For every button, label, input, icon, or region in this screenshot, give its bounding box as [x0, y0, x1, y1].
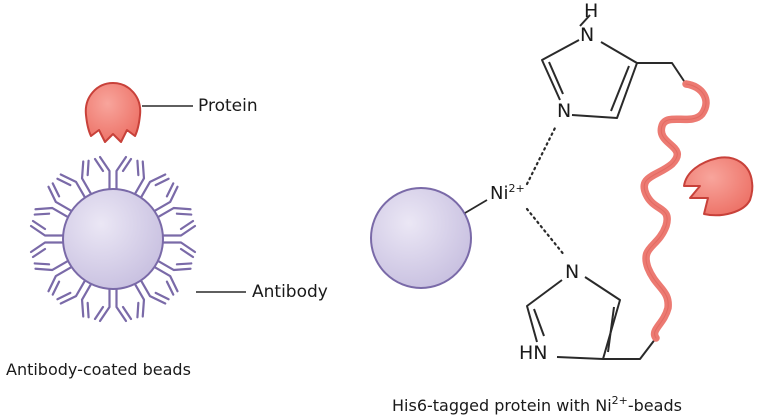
his-tag-chain-edge	[643, 83, 707, 339]
bottom-ring-nitrogen: N	[565, 261, 580, 283]
top-coordination-bond	[525, 124, 558, 186]
antibody-180	[93, 287, 133, 323]
antibody-label: Antibody	[252, 282, 328, 302]
ni-bead-group	[370, 14, 754, 360]
bottom-imidazole-ring	[526, 276, 657, 360]
antibody-coated-bead-group	[29, 82, 246, 323]
left-bead	[62, 188, 164, 290]
antibody-0	[93, 155, 133, 191]
top-ring-nitrogen: N	[557, 100, 572, 122]
right-caption-prefix: His6-tagged protein with Ni	[392, 396, 612, 415]
antibody-90	[161, 219, 197, 259]
right-caption: His6-tagged protein with Ni2+-beads	[392, 394, 682, 416]
top-ring-nh-hydrogen: H	[584, 0, 599, 22]
ni-symbol: Ni	[490, 183, 509, 204]
ni-bead	[370, 187, 472, 289]
ni-ion-label: Ni2+	[490, 183, 525, 205]
left-caption: Antibody-coated beads	[6, 360, 191, 379]
bead-ni-bond	[464, 199, 488, 214]
bottom-coordination-bond	[525, 207, 567, 258]
bottom-ring-hn: HN	[519, 342, 548, 364]
top-imidazole-ring	[541, 14, 687, 119]
ni-charge: 2+	[508, 182, 525, 195]
right-caption-charge: 2+	[611, 394, 628, 407]
tagged-protein	[683, 156, 754, 217]
protein-label: Protein	[198, 96, 258, 116]
antibody-270	[29, 219, 65, 259]
his-tag-chain	[640, 80, 710, 342]
left-protein	[84, 82, 142, 143]
right-caption-suffix: -beads	[627, 396, 682, 415]
top-ring-nh-nitrogen: N	[580, 24, 595, 46]
